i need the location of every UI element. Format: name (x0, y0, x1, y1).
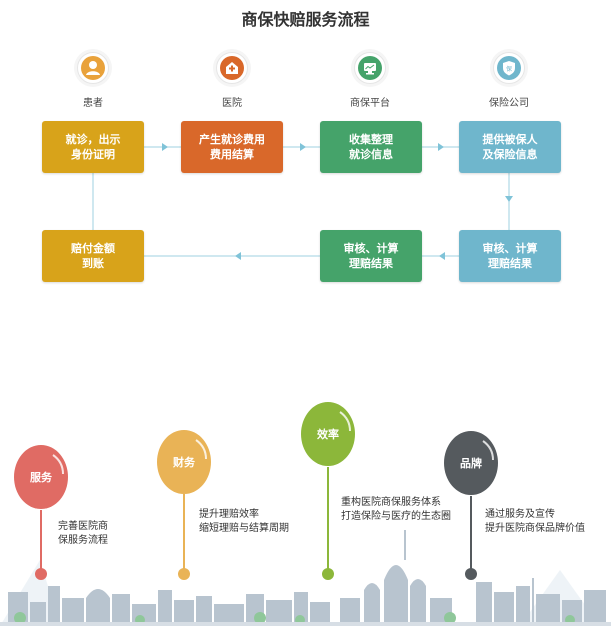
balloon-efficiency (301, 402, 355, 580)
arrow-down-icon (505, 196, 513, 202)
step-insurer-review: 审核、计算 理赔结果 (459, 230, 561, 282)
party-label: 患者 (83, 98, 103, 109)
step-text: 提供被保人 及保险信息 (482, 133, 538, 161)
city-skyline-illustration (0, 530, 611, 626)
step-visit: 就诊，出示 身份证明 (42, 121, 144, 173)
balloon-desc-service: 完善医院商 保服务流程 (58, 521, 108, 546)
party-label: 保险公司 (489, 98, 529, 109)
svg-text:保: 保 (506, 65, 512, 73)
balloon-label-service: 服务 (30, 471, 52, 484)
party-hospital: 医院 (182, 48, 282, 109)
hospital-icon (216, 52, 248, 84)
arrow-right-icon (300, 143, 306, 151)
flow-connectors (92, 143, 513, 260)
step-collect: 收集整理 就诊信息 (320, 121, 422, 173)
step-text: 就诊，出示 身份证明 (65, 133, 121, 161)
balloon-brand (444, 431, 498, 580)
patient-icon (77, 52, 109, 84)
step-text: 产生就诊费用 费用结算 (199, 133, 265, 161)
step-billing: 产生就诊费用 费用结算 (181, 121, 283, 173)
party-platform: 商保平台 (320, 48, 420, 109)
shield-icon: 保 (493, 52, 525, 84)
arrow-left-icon (439, 252, 445, 260)
balloon-label-finance: 财务 (173, 456, 195, 469)
step-text: 赔付金额 到账 (71, 242, 115, 270)
balloon-finance (157, 430, 211, 580)
balloon-desc-finance: 提升理赔效率 缩短理赔与结算周期 (199, 509, 289, 534)
party-label: 商保平台 (350, 98, 390, 109)
monitor-icon (354, 52, 386, 84)
balloon-desc-efficiency: 重构医院商保服务体系 打造保险与医疗的生态圈 (341, 497, 451, 522)
balloon-label-brand: 品牌 (460, 457, 482, 470)
page-title: 商保快赔服务流程 (241, 10, 370, 29)
party-insurer: 保 保险公司 (459, 48, 559, 109)
balloon-desc-brand: 通过服务及宣传 提升医院商保品牌价值 (485, 509, 585, 534)
arrow-left-icon (235, 252, 241, 260)
party-label: 医院 (222, 98, 242, 109)
step-payout: 赔付金额 到账 (42, 230, 144, 282)
arrow-right-icon (162, 143, 168, 151)
step-text: 审核、计算 理赔结果 (482, 242, 538, 270)
step-platform-review: 审核、计算 理赔结果 (320, 230, 422, 282)
balloon-label-efficiency: 效率 (317, 428, 339, 441)
step-text: 审核、计算 理赔结果 (343, 242, 399, 270)
party-patient: 患者 (43, 48, 143, 109)
step-text: 收集整理 就诊信息 (349, 133, 393, 161)
balloon-service (14, 445, 68, 580)
arrow-right-icon (438, 143, 444, 151)
step-insured-info: 提供被保人 及保险信息 (459, 121, 561, 173)
